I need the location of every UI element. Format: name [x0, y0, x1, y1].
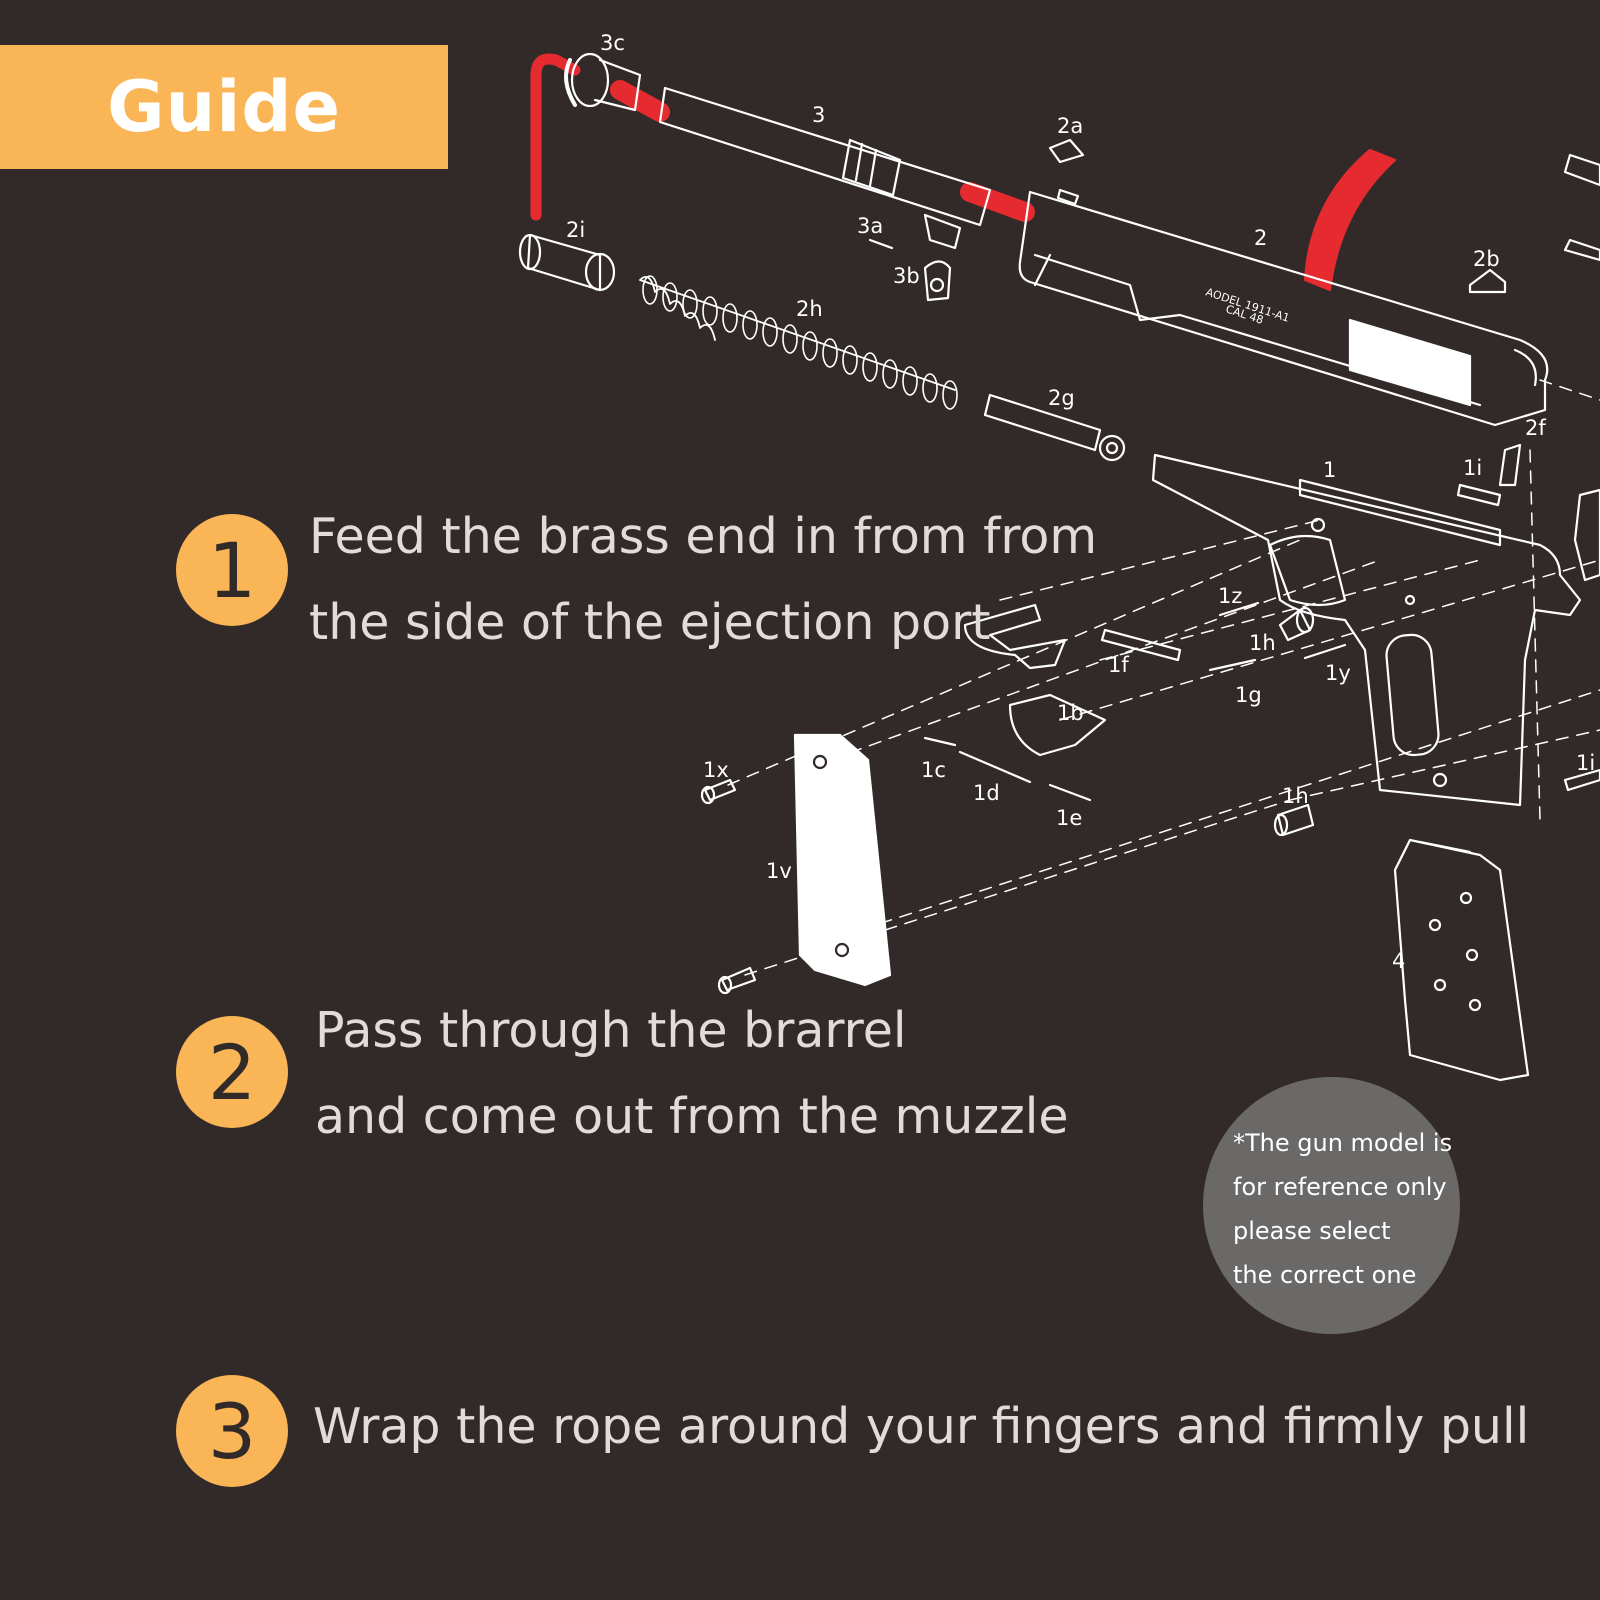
- part-label-1c: 1c: [921, 758, 946, 782]
- sear-part-1b: [1008, 693, 1107, 757]
- screw-bottom: [717, 966, 757, 995]
- step-1-line-2: the side of the ejection port: [309, 594, 991, 651]
- part-label-1f: 1f: [1108, 653, 1129, 677]
- note-line-4: the correct one: [1233, 1261, 1417, 1289]
- grip-panel-part-1v: [793, 733, 892, 987]
- part-label-1z: 1z: [1218, 584, 1242, 608]
- step-2-badge: 2: [176, 1016, 288, 1128]
- part-label-1h: 1h: [1249, 631, 1276, 655]
- part-label-3: 3: [812, 103, 825, 127]
- part-label-2i: 2i: [566, 218, 585, 242]
- spring-coils: [642, 275, 958, 410]
- step-2-text: Pass through the brarrel and come out fr…: [315, 988, 1069, 1160]
- magazine-part-4: [1393, 838, 1530, 1082]
- guide-title: Guide: [107, 66, 341, 148]
- step-2-line-2: and come out from the muzzle: [315, 1088, 1069, 1145]
- part-label-1i-right: 1i: [1576, 751, 1595, 775]
- frame-part-1: [1151, 453, 1582, 807]
- spring-part-1c: [923, 736, 957, 747]
- reference-note: *The gun model is for reference only ple…: [1203, 1077, 1460, 1334]
- guide-rod-part-2g: [983, 393, 1126, 462]
- part-label-1d: 1d: [973, 781, 1000, 805]
- front-sight-part-2a: [1048, 138, 1085, 164]
- part-label-3b: 3b: [893, 264, 920, 288]
- extractor-part-2f: [1498, 443, 1522, 487]
- part-label-1b: 1b: [1057, 701, 1084, 725]
- part-label-1i: 1i: [1463, 456, 1482, 480]
- pin-part-1d: [958, 750, 1032, 784]
- part-label-2b: 2b: [1473, 247, 1500, 271]
- note-line-2: for reference only: [1233, 1173, 1447, 1201]
- bushing-part-1h: [1278, 606, 1315, 642]
- reference-note-text: *The gun model is for reference only ple…: [1233, 1121, 1452, 1297]
- bushing-part-2i: [518, 233, 616, 292]
- slide-part-2: [1018, 188, 1549, 427]
- safety-lever: [963, 603, 1067, 670]
- step-3-badge: 3: [176, 1375, 288, 1487]
- note-line-1: *The gun model is: [1233, 1129, 1453, 1157]
- rear-sight-part-2b: [1468, 268, 1507, 294]
- note-line-3: please select: [1233, 1217, 1391, 1245]
- step-3-line-1: Wrap the rope around your fingers and fi…: [313, 1398, 1530, 1455]
- part-label-2a: 2a: [1057, 114, 1083, 138]
- hammer: [1573, 488, 1600, 582]
- pin-part-1y: [1303, 643, 1347, 660]
- part-label-1v: 1v: [766, 859, 792, 883]
- part-label-3c: 3c: [600, 31, 625, 55]
- part-label-1y: 1y: [1325, 661, 1351, 685]
- part-label-1h-lower: 1h: [1282, 784, 1309, 808]
- recoil-spring-part-2h: [639, 276, 956, 391]
- part-label-2h: 2h: [796, 297, 823, 321]
- step-1-text: Feed the brass end in from from the side…: [309, 494, 1097, 666]
- part-label-2g: 2g: [1048, 386, 1075, 410]
- part-label-2f: 2f: [1525, 416, 1546, 440]
- pin-part-1i-right: [1563, 768, 1600, 792]
- pin-part-1g: [1208, 658, 1257, 672]
- part-label-1x: 1x: [703, 758, 729, 782]
- pin-part-1z: [1218, 601, 1260, 617]
- step-1-badge: 1: [176, 514, 288, 626]
- screw-part-1x: [700, 778, 737, 805]
- part-label-1: 1: [1323, 458, 1336, 482]
- step-3-text: Wrap the rope around your fingers and fi…: [313, 1384, 1529, 1470]
- part-label-4: 4: [1392, 949, 1405, 973]
- link-parts-3a-3b: [868, 238, 952, 302]
- pin-part-1f: [1100, 628, 1182, 662]
- step-1-line-1: Feed the brass end in from from: [309, 508, 1098, 565]
- part-label-3a: 3a: [857, 214, 883, 238]
- part-label-1e: 1e: [1056, 806, 1082, 830]
- barrel-part-3: [564, 52, 992, 250]
- pin-part-1e: [1048, 783, 1092, 802]
- guide-banner: Guide: [0, 45, 448, 169]
- slide-stop-part-1i: [1456, 483, 1502, 507]
- part-label-2: 2: [1254, 226, 1267, 250]
- step-2-line-1: Pass through the brarrel: [315, 1002, 907, 1059]
- part-label-1g: 1g: [1235, 683, 1262, 707]
- bore-rope: [530, 53, 1397, 292]
- firing-pin: [1563, 238, 1600, 262]
- firing-pin-stop: [1563, 153, 1600, 187]
- bushing-part-1h-lower: [1273, 803, 1315, 837]
